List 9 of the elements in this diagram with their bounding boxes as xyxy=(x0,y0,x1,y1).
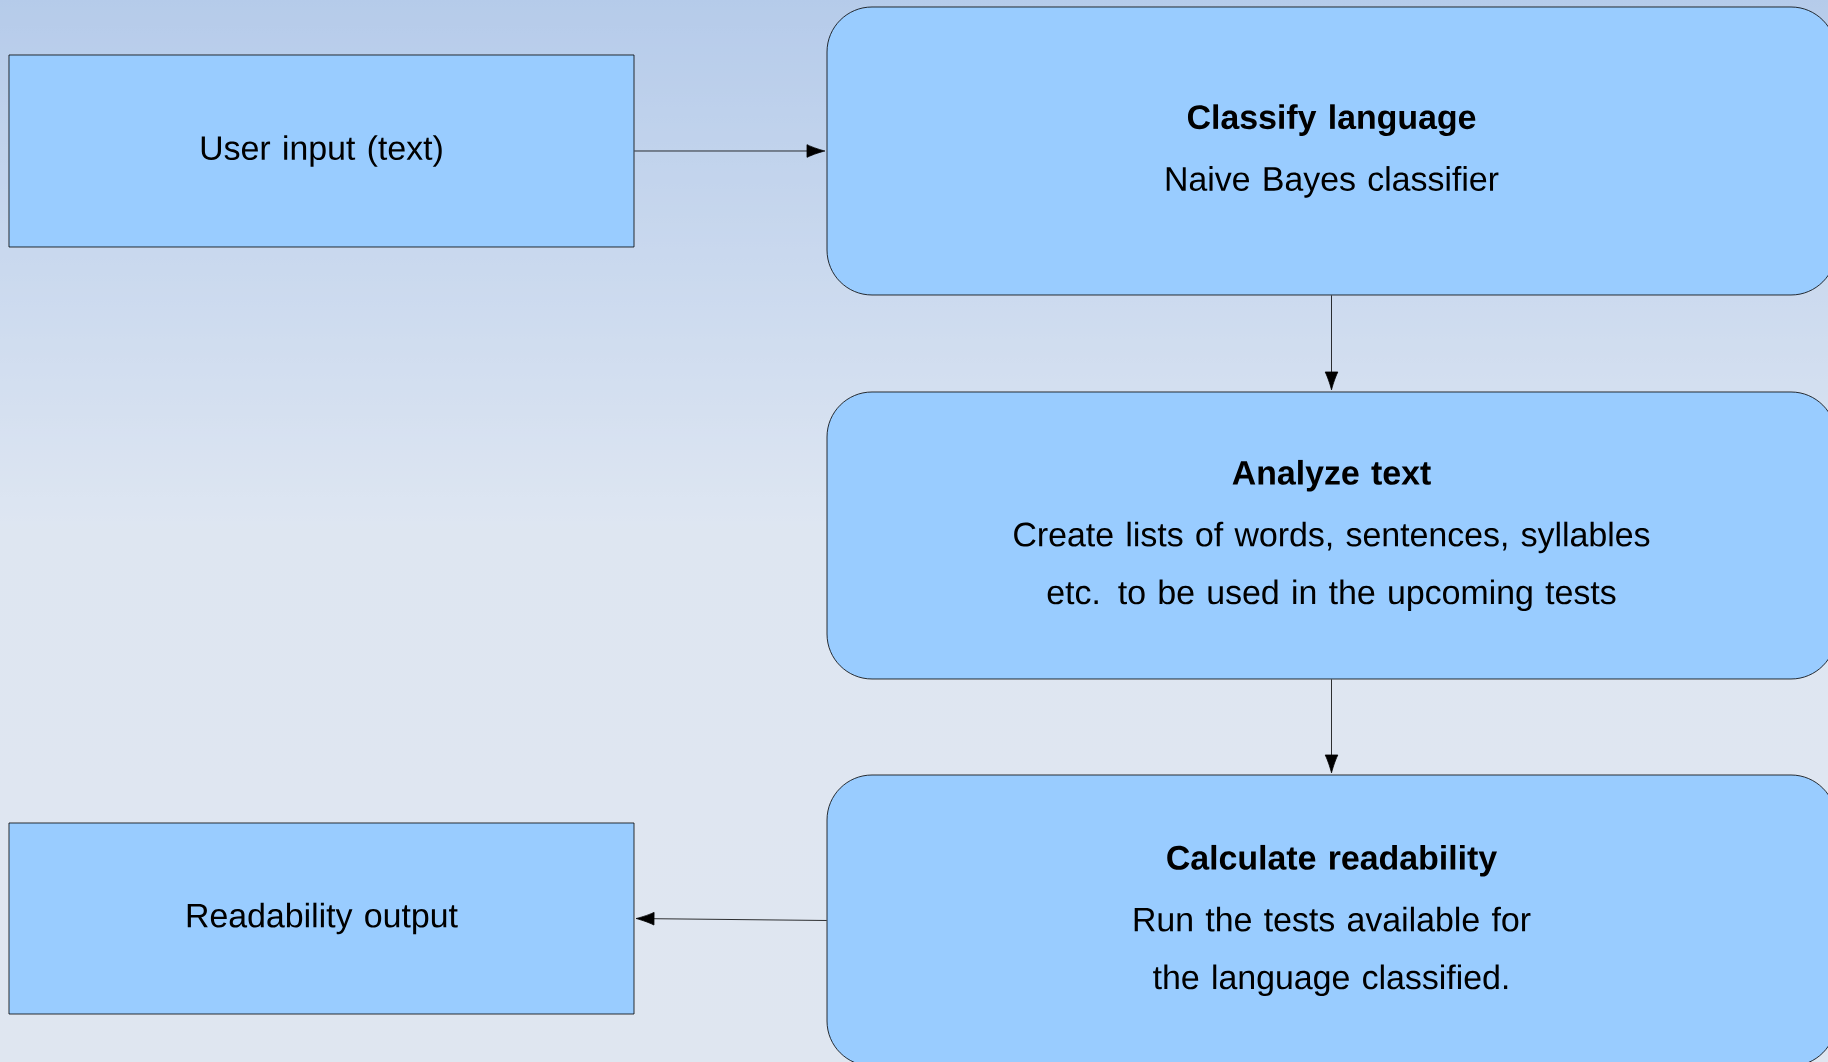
io-box: Readability output xyxy=(8,822,635,1015)
arrow xyxy=(634,144,826,158)
io-box: User input (text) xyxy=(8,54,635,248)
arrow xyxy=(635,912,827,926)
arrow xyxy=(1324,679,1339,774)
process-box: Classify language Naive Bayes classifier xyxy=(826,6,1828,296)
arrow xyxy=(1324,295,1339,391)
process-box: Calculate readability Run the tests available for the language classified. xyxy=(826,774,1828,1062)
process-box: Analyze text Create lists of words, sentences, syllables etc. to be used in the upcoming tests xyxy=(826,391,1828,680)
